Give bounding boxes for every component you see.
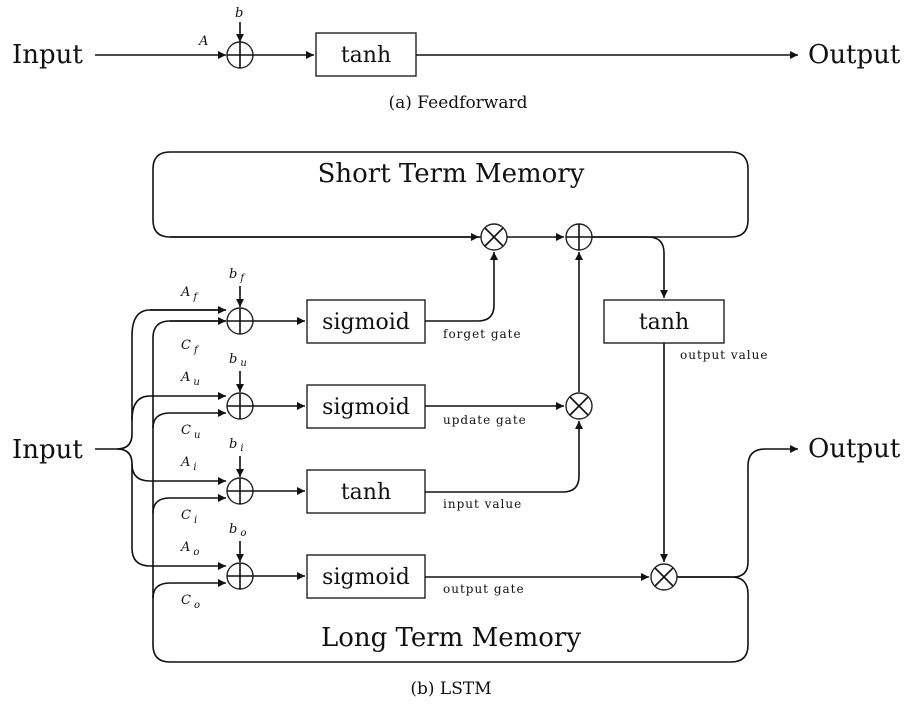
output-multiply-node-icon bbox=[650, 563, 678, 591]
output-gate-label: output gate bbox=[443, 582, 525, 596]
forget-sum-node-icon bbox=[226, 307, 254, 335]
update-gate-label: update gate bbox=[443, 413, 527, 427]
ff-tanh-box bbox=[315, 32, 417, 77]
forget-gate-label: forget gate bbox=[443, 327, 522, 341]
lstm-caption: (b) LSTM bbox=[410, 679, 491, 699]
recurrent-output-arrow bbox=[152, 579, 226, 599]
memory-sum-node-icon bbox=[565, 223, 593, 251]
input-to-forget-path bbox=[95, 309, 226, 450]
output-value-label: output value bbox=[680, 348, 768, 362]
ff-bias-label: b bbox=[235, 6, 243, 21]
output-arrow bbox=[677, 445, 798, 578]
ff-output-label: Output bbox=[808, 40, 901, 70]
forget-activation-box bbox=[306, 299, 426, 344]
ff-sum-node-icon bbox=[226, 41, 254, 69]
input-activation-box bbox=[306, 469, 426, 514]
output-tanh-box bbox=[603, 299, 725, 344]
output-sum-node-icon bbox=[226, 562, 254, 590]
recurrent-input-arrow bbox=[152, 494, 226, 514]
forget-activation-label: sigmoid bbox=[322, 310, 410, 335]
update-activation-box bbox=[306, 384, 426, 429]
lstm-output-label: Output bbox=[808, 434, 901, 464]
ff-tanh-label: tanh bbox=[341, 43, 391, 68]
ff-caption: (a) Feedforward bbox=[388, 93, 527, 113]
recurrent-update-arrow bbox=[152, 409, 226, 429]
input-value-label: input value bbox=[443, 497, 522, 511]
update-sum-node-icon bbox=[226, 392, 254, 420]
output-tanh-label: tanh bbox=[639, 310, 689, 335]
short-term-memory-label: Short Term Memory bbox=[318, 159, 585, 189]
input-sum-node-icon bbox=[226, 477, 254, 505]
input-activation-label: tanh bbox=[341, 480, 391, 505]
ff-weight-label: A bbox=[198, 34, 208, 49]
update-activation-label: sigmoid bbox=[322, 395, 410, 420]
update-multiply-node-icon bbox=[565, 392, 593, 420]
input-to-output-path bbox=[131, 464, 226, 570]
output-activation-label: sigmoid bbox=[322, 565, 410, 590]
feedforward-diagram: Input A b tanh Output (a) Feedforward bbox=[12, 6, 901, 113]
long-term-memory-label: Long Term Memory bbox=[321, 623, 581, 653]
ff-input-label: Input bbox=[12, 40, 83, 70]
forget-multiply-node-icon bbox=[480, 223, 508, 251]
input-to-update-path bbox=[131, 392, 226, 421]
lstm-diagram-group: Short Term Memory Long Term Memory Input… bbox=[12, 151, 901, 699]
lstm-input-label: Input bbox=[12, 435, 83, 465]
sum-to-tanh-arrow bbox=[592, 236, 668, 298]
long-term-memory-loop bbox=[152, 320, 749, 663]
output-activation-box bbox=[306, 554, 426, 599]
forget-gate-line bbox=[425, 252, 498, 322]
input-value-line bbox=[425, 421, 583, 493]
short-term-memory-loop bbox=[152, 151, 749, 238]
input-to-input-path bbox=[116, 448, 226, 485]
